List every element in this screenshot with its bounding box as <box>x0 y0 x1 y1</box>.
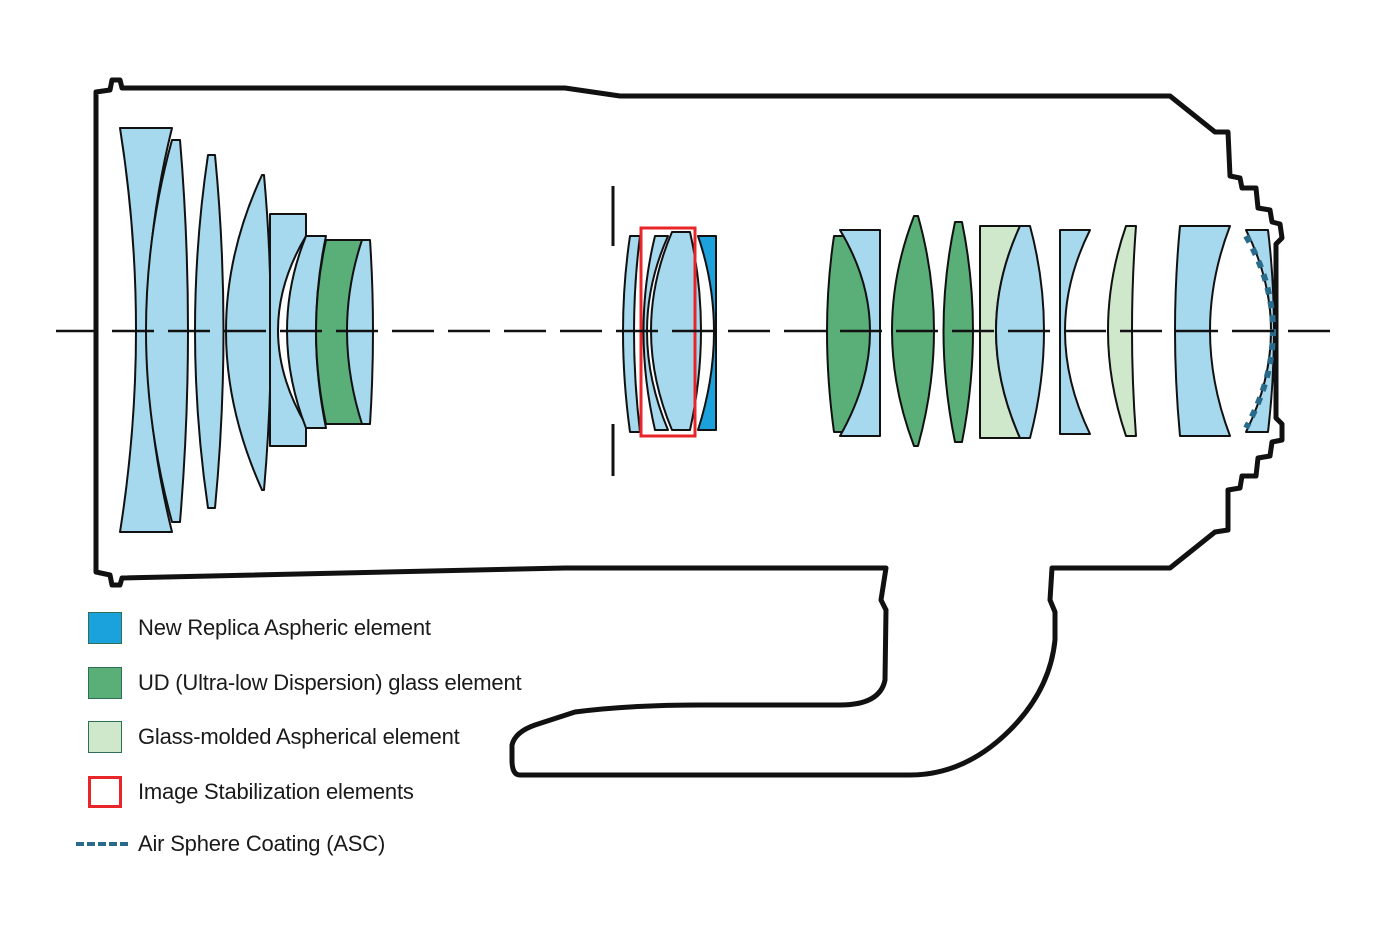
legend-swatch-image-stabilization <box>88 776 122 808</box>
lens-element-10 <box>642 235 669 431</box>
lens-element-4 <box>225 174 272 491</box>
lens-element-22 <box>1245 229 1275 433</box>
legend-item-replica-aspheric: New Replica Aspheric element <box>76 608 431 648</box>
legend-label: New Replica Aspheric element <box>138 615 431 640</box>
legend-label: Air Sphere Coating (ASC) <box>138 831 386 856</box>
legend-item-glass-molded-aspheric: Glass-molded Aspherical element <box>76 717 460 757</box>
legend-label: Glass-molded Aspherical element <box>138 724 460 749</box>
legend-label: UD (Ultra-low Dispersion) glass element <box>138 670 522 695</box>
lens-element-14 <box>839 229 881 437</box>
lens-element-12-replica <box>697 235 717 431</box>
legend-swatch-glass-molded-aspheric <box>88 721 122 753</box>
legend-item-image-stabilization: Image Stabilization elements <box>76 772 414 812</box>
legend-item-air-sphere-coating: Air Sphere Coating (ASC) <box>76 824 385 864</box>
legend-item-ud-glass: UD (Ultra-low Dispersion) glass element <box>76 663 522 703</box>
legend-swatch-air-sphere-coating <box>76 842 128 846</box>
lens-barrel-outline <box>93 77 1285 778</box>
legend-label: Image Stabilization elements <box>138 779 414 804</box>
legend-swatch-ud-glass <box>88 667 122 699</box>
legend-swatch-replica-aspheric <box>88 612 122 644</box>
lens-element-9 <box>622 235 641 433</box>
lens-element-2 <box>145 139 189 523</box>
lens-element-19 <box>1059 229 1091 435</box>
